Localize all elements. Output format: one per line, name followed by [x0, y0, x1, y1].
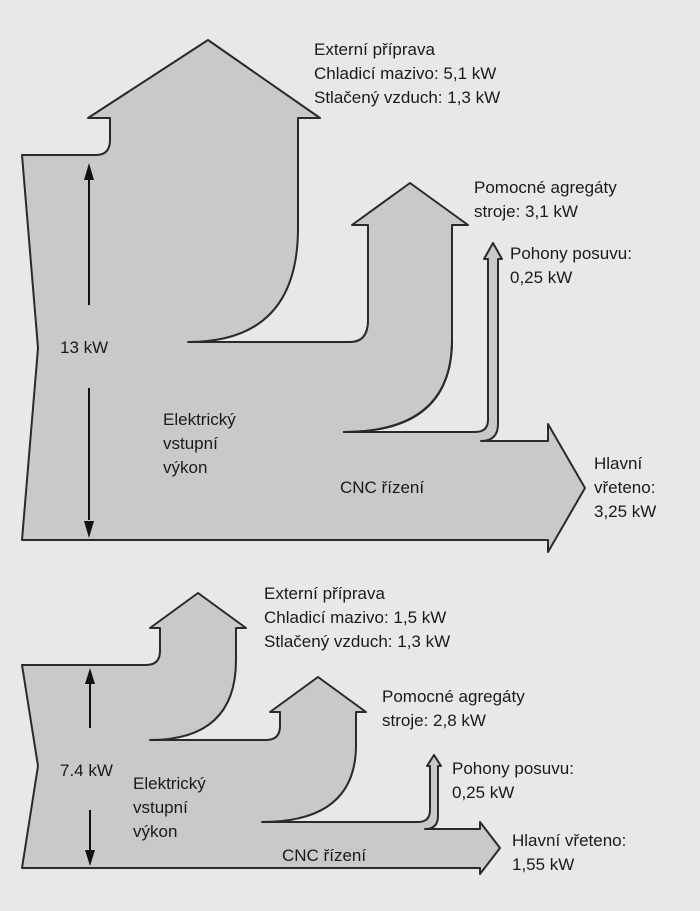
dimension-arrow-down-2 — [85, 850, 95, 866]
auxiliary-title: Pomocné agregáty — [474, 178, 617, 197]
auxiliary-label: Pomocné agregáty stroje: 3,1 kW — [474, 176, 617, 224]
input-label-2-line2: vstupní — [133, 798, 188, 817]
cnc-label-2: CNC řízení — [282, 846, 367, 865]
coolant-value-2: Chladicí mazivo: 1,5 kW — [264, 608, 447, 627]
spindle-line1: Hlavní — [594, 454, 643, 473]
input-label-line1: Elektrický — [163, 410, 236, 429]
feed-value: 0,25 kW — [510, 268, 573, 287]
spindle-line2: vřeteno: — [594, 478, 656, 497]
sankey-diagram-1 — [21, 39, 586, 553]
auxiliary-title-2: Pomocné agregáty — [382, 687, 525, 706]
spindle-label: Hlavní vřeteno: 3,25 kW — [594, 452, 656, 524]
feed-title-2: Pohony posuvu: — [452, 759, 574, 778]
auxiliary-value: stroje: 3,1 kW — [474, 202, 578, 221]
spindle-value: 3,25 kW — [594, 502, 657, 521]
sankey-diagram-2 — [21, 592, 501, 875]
compressed-air-value: Stlačený vzduch: 1,3 kW — [314, 88, 501, 107]
external-title-2: Externí příprava — [264, 584, 385, 603]
feed-value-2: 0,25 kW — [452, 783, 515, 802]
feed-title: Pohony posuvu: — [510, 244, 632, 263]
cnc-branch-edge — [342, 339, 453, 433]
external-label-2: Externí příprava Chladicí mazivo: 1,5 kW… — [264, 582, 450, 654]
input-label-line3: výkon — [163, 458, 208, 477]
main-flow-body — [21, 39, 586, 553]
main-flow-body-2 — [21, 592, 501, 875]
external-title: Externí příprava — [314, 40, 435, 59]
input-label-2-line3: výkon — [133, 822, 178, 841]
cnc-label: CNC řízení — [340, 478, 425, 497]
input-label: Elektrický vstupní výkon — [163, 408, 236, 480]
compressed-air-value-2: Stlačený vzduch: 1,3 kW — [264, 632, 451, 651]
external-label: Externí příprava Chladicí mazivo: 5,1 kW… — [314, 38, 500, 110]
input-power-value: 13 kW — [60, 338, 109, 357]
input-label-2-line1: Elektrický — [133, 774, 206, 793]
input-power-value-2: 7.4 kW — [60, 761, 113, 780]
feed-drives-label: Pohony posuvu: 0,25 kW — [510, 242, 632, 290]
spindle-2-value: 1,55 kW — [512, 855, 575, 874]
spindle-label-2: Hlavní vřeteno: 1,55 kW — [512, 829, 626, 877]
dimension-arrow-down — [84, 521, 94, 538]
auxiliary-label-2: Pomocné agregáty stroje: 2,8 kW — [382, 685, 525, 733]
feed-drives-label-2: Pohony posuvu: 0,25 kW — [452, 757, 574, 805]
dimension-arrow-up-2 — [85, 668, 95, 684]
coolant-value: Chladicí mazivo: 5,1 kW — [314, 64, 497, 83]
spindle-2-line1: Hlavní vřeteno: — [512, 831, 627, 850]
dimension-arrow-up — [84, 163, 94, 180]
input-label-line2: vstupní — [163, 434, 218, 453]
auxiliary-value-2: stroje: 2,8 kW — [382, 711, 486, 730]
input-label-2: Elektrický vstupní výkon — [133, 772, 206, 844]
